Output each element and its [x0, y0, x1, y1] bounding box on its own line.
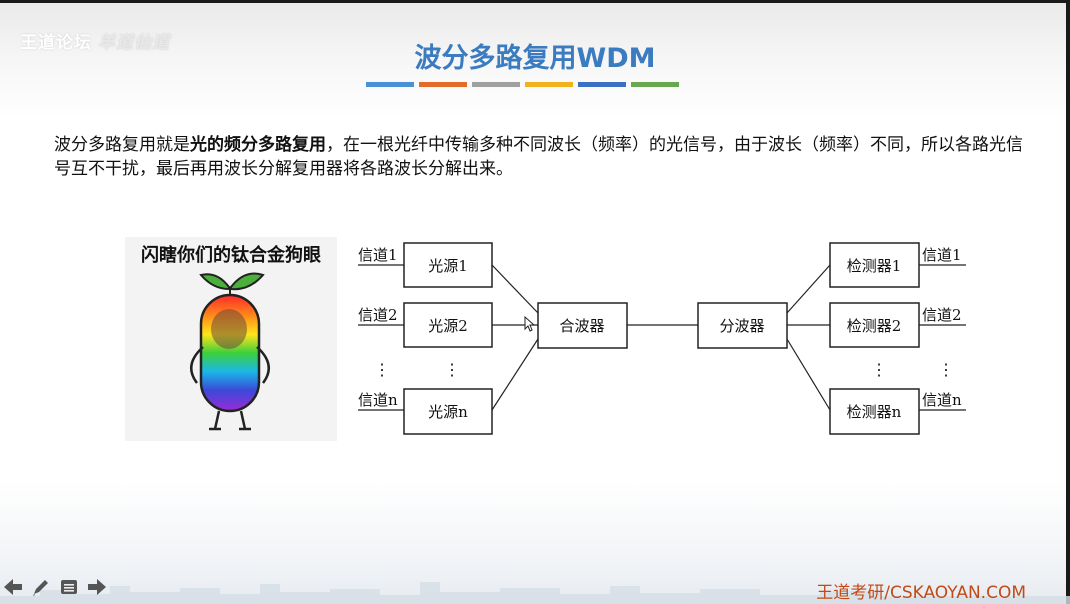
source-box-1 — [403, 242, 493, 288]
title-color-bar — [472, 82, 520, 87]
title-color-bars — [366, 82, 679, 87]
slide-title: 波分多路复用WDM — [414, 43, 656, 74]
detector-box-1 — [829, 242, 920, 288]
meme-image: 闪瞎你们的钛合金狗眼 — [125, 237, 337, 441]
title-color-bar — [366, 82, 414, 87]
menu-icon[interactable] — [58, 576, 80, 598]
left-channel-label-n: 信道n — [358, 391, 398, 409]
detector-box-n — [829, 388, 920, 435]
window-top-border — [0, 0, 1070, 3]
title-color-bar — [631, 82, 679, 87]
title-color-bar — [525, 82, 573, 87]
paragraph-part1: 波分多路复用就是 — [54, 135, 190, 155]
right-channel-label-1: 信道1 — [922, 246, 962, 264]
combiner-box — [537, 302, 628, 349]
meme-caption: 闪瞎你们的钛合金狗眼 — [141, 245, 321, 266]
footer-skyline — [0, 582, 1070, 604]
paragraph-bold: 光的频分多路复用 — [190, 135, 326, 155]
right-ellipsis: ⋮ — [938, 360, 954, 379]
mouse-cursor-icon — [524, 315, 536, 332]
pen-icon[interactable] — [30, 576, 52, 598]
detector-label-2: 检测器2 — [847, 317, 902, 335]
paragraph-part2: ，在一根光纤中传输多种不同波长（频率）的光信号，由于波长（频率）不同，所以各路光… — [54, 135, 1023, 179]
source-box-2 — [403, 302, 493, 348]
arrow-right-icon[interactable] — [86, 576, 108, 598]
footer-site-label: 王道考研/CSKAOYAN.COM — [816, 583, 1026, 603]
source-label-2: 光源2 — [428, 317, 468, 335]
source-box-n — [403, 388, 493, 435]
left-channel-label-1: 信道1 — [358, 246, 398, 264]
detector-label-n: 检测器n — [847, 403, 902, 421]
detector-label-1: 检测器1 — [847, 257, 902, 275]
splitter-to-detectorn — [786, 338, 831, 411]
source-label-1: 光源1 — [428, 257, 468, 275]
right-channel-label-2: 信道2 — [922, 306, 962, 324]
source1-to-combiner — [491, 264, 539, 314]
right-channel-label-n: 信道n — [922, 391, 962, 409]
source-label-n: 光源n — [428, 403, 468, 421]
left-ellipsis: ⋮ — [374, 360, 390, 379]
arrow-left-icon[interactable] — [2, 576, 24, 598]
detector-ellipsis: ⋮ — [871, 360, 887, 379]
slide-paragraph: 波分多路复用就是光的频分多路复用，在一根光纤中传输多种不同波长（频率）的光信号，… — [54, 133, 1034, 181]
wdm-diagram: 信道1 信道2 ⋮ 信道n 光源1 光源2 ⋮ 光源n 合波器 — [352, 237, 970, 441]
splitter-box — [697, 302, 788, 349]
watermark: 王道论坛羊道仙道 — [20, 28, 170, 53]
wdm-diagram-svg: 信道1 信道2 ⋮ 信道n 光源1 光源2 ⋮ 光源n 合波器 — [352, 237, 970, 441]
title-color-bar — [419, 82, 467, 87]
combiner-label: 合波器 — [559, 317, 604, 335]
source-ellipsis: ⋮ — [444, 360, 460, 379]
sourcen-to-combiner — [491, 338, 539, 411]
presentation-nav — [2, 576, 108, 598]
left-channel-label-2: 信道2 — [358, 306, 398, 324]
watermark-faded: 羊道仙道 — [98, 33, 170, 53]
title-color-bar — [578, 82, 626, 87]
window-right-border — [1066, 0, 1070, 604]
detector-box-2 — [829, 302, 920, 348]
splitter-to-detector1 — [786, 264, 831, 314]
rainbow-bean-character — [190, 272, 270, 431]
splitter-label: 分波器 — [719, 317, 764, 335]
watermark-brand: 王道论坛 — [20, 33, 92, 53]
